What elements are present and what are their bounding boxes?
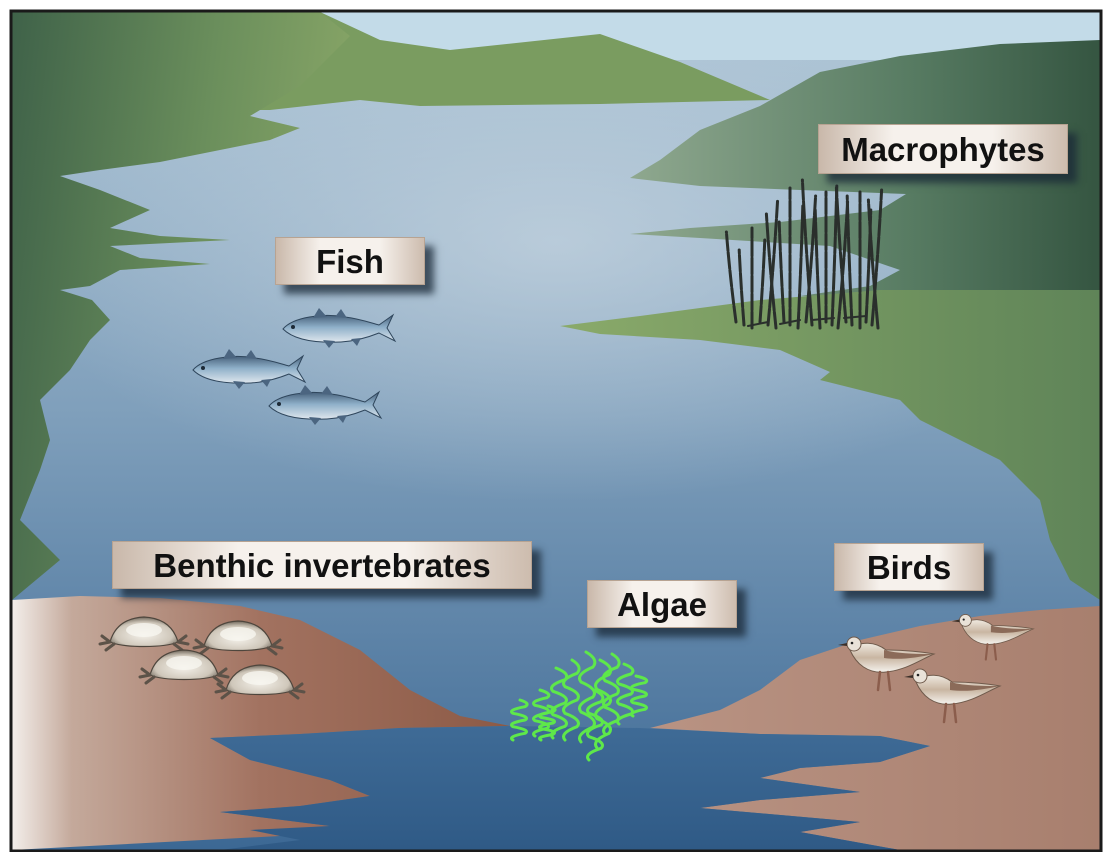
label-macrophytes: Macrophytes — [818, 124, 1068, 174]
label-birds: Birds — [834, 543, 984, 591]
label-algae: Algae — [587, 580, 737, 628]
label-fish: Fish — [275, 237, 425, 285]
label-benthic-invertebrates: Benthic invertebrates — [112, 541, 532, 589]
